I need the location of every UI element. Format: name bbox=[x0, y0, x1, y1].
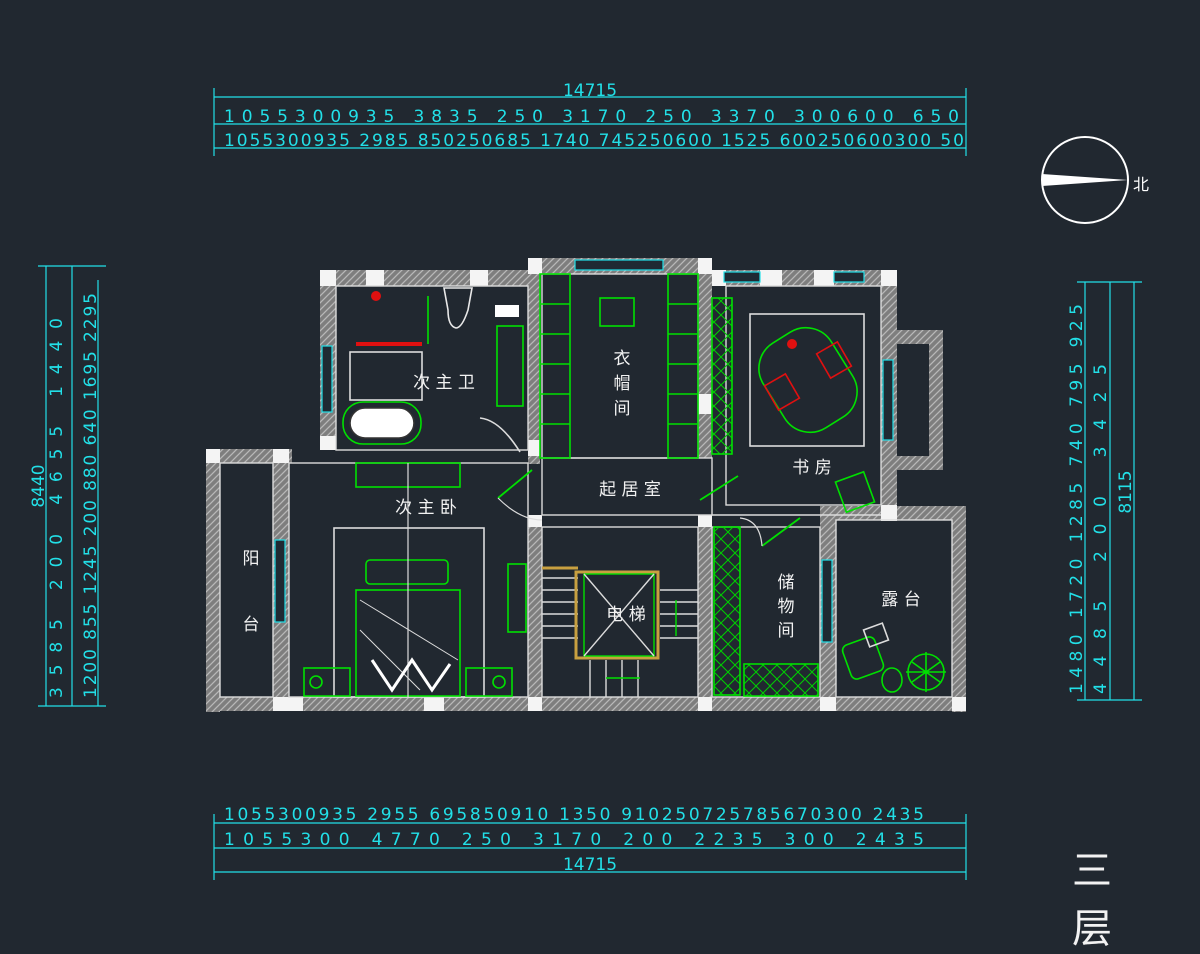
room-label-study: 书 房 bbox=[792, 458, 831, 478]
cloakroom-char-3: 间 bbox=[614, 399, 631, 419]
living-fixtures bbox=[497, 469, 801, 547]
north-arrow-icon bbox=[1041, 136, 1129, 224]
left-dimension-detail: 1200 855 1245 200 880 640 1695 2295 bbox=[81, 293, 101, 698]
structural-columns bbox=[206, 258, 966, 711]
terrace-fixtures bbox=[841, 622, 946, 693]
north-label: 北 bbox=[1133, 175, 1149, 194]
floor-title: 三 层 bbox=[1072, 848, 1130, 952]
storage-fixtures bbox=[713, 526, 819, 697]
room-label-secondary-bedroom: 次 主 卧 bbox=[395, 498, 457, 518]
top-total-dimension: 14715 bbox=[563, 81, 617, 101]
storage-char-3: 间 bbox=[778, 621, 795, 641]
right-dimensions bbox=[1077, 281, 1142, 701]
room-label-secondary-bath: 次 主 卫 bbox=[413, 373, 475, 393]
bottom-dimension-row-2: 1055300 4770 250 3170 200 2235 300 2435 bbox=[224, 830, 924, 850]
top-dimensions bbox=[213, 88, 967, 156]
room-label-terrace: 露 台 bbox=[881, 590, 920, 610]
room-label-balcony: 阳 台 bbox=[243, 549, 260, 635]
left-dimension-col: 3585 200 4655 1440 bbox=[47, 318, 67, 698]
bottom-dimension-row-1: 1055300935 2955 695850910 1350 910250725… bbox=[224, 805, 924, 825]
room-label-elevator: 电 梯 bbox=[606, 605, 645, 625]
left-total-dimension: 8440 bbox=[29, 464, 49, 507]
wardrobe-fixtures bbox=[539, 273, 699, 459]
stair-elevator bbox=[542, 566, 698, 697]
left-dimensions bbox=[38, 265, 106, 707]
room-label-living: 起 居 室 bbox=[599, 480, 661, 500]
cloakroom-char-1: 衣 bbox=[614, 349, 631, 369]
right-dimension-detail: 1480 1720 1285 740 795 925 bbox=[1067, 304, 1087, 694]
room-label-cloakroom: 衣 帽 间 bbox=[614, 349, 631, 419]
right-total-dimension: 8115 bbox=[1116, 470, 1136, 513]
bottom-dimensions bbox=[213, 814, 967, 880]
room-label-storage: 储 物 间 bbox=[778, 573, 795, 641]
cloakroom-char-2: 帽 bbox=[614, 374, 631, 394]
balcony-char-2: 台 bbox=[243, 615, 260, 635]
walls bbox=[206, 258, 966, 712]
windows bbox=[274, 259, 894, 643]
bedroom-fixtures bbox=[303, 462, 527, 698]
study-fixtures bbox=[711, 297, 876, 514]
right-dimension-col: 4485 200 3425 bbox=[1091, 364, 1111, 694]
storage-char-2: 物 bbox=[778, 597, 795, 617]
bathroom-fixtures bbox=[342, 287, 524, 453]
balcony-char-1: 阳 bbox=[243, 549, 260, 569]
storage-char-1: 储 bbox=[778, 573, 795, 593]
top-dimension-row-2: 1055300935 2985 850250685 1740 745250600… bbox=[224, 131, 964, 151]
bottom-total-dimension: 14715 bbox=[563, 855, 617, 875]
